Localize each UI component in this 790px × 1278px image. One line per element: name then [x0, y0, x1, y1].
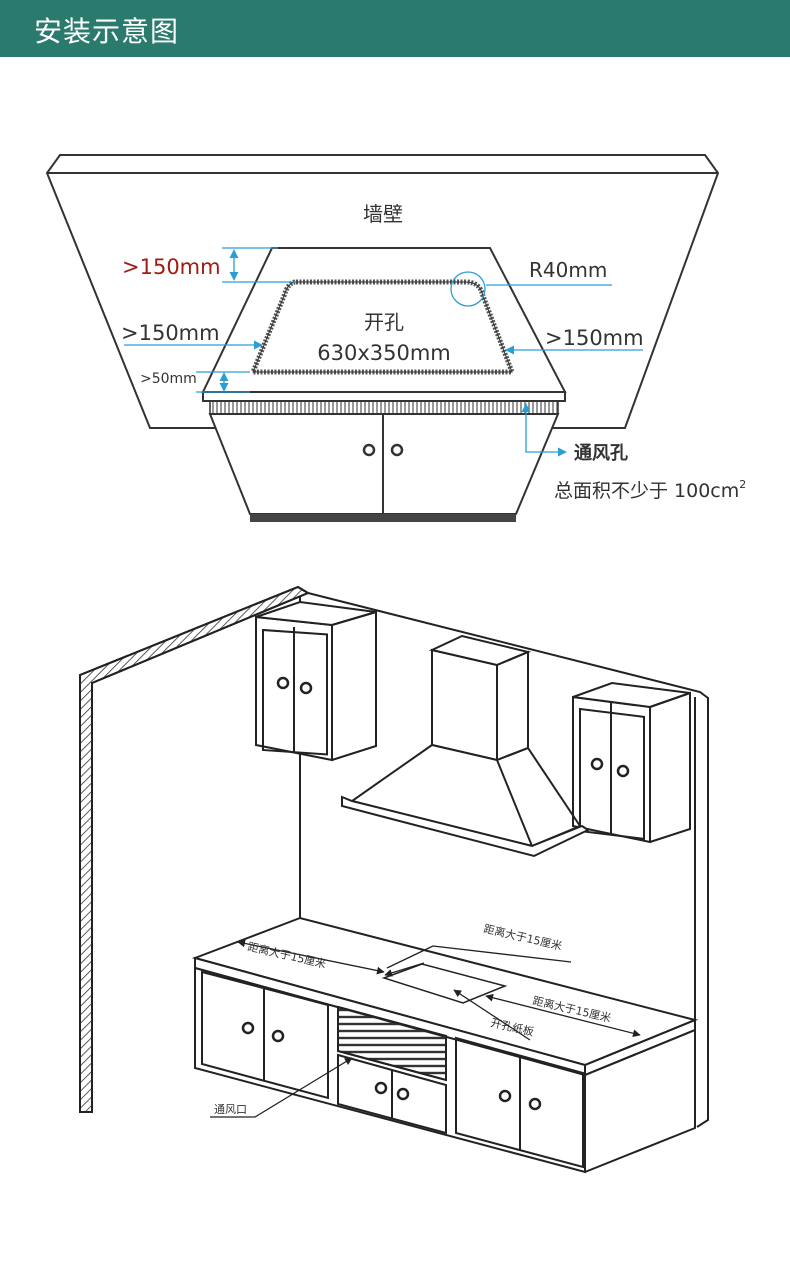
radius-label: R40mm — [529, 258, 607, 282]
base-right-knob-2 — [528, 1097, 542, 1111]
cutout-template — [381, 963, 508, 1004]
dimension-lines — [124, 247, 643, 457]
cabinet-base — [250, 514, 516, 522]
upper-right-knob-1 — [590, 757, 604, 771]
upper-right-knob-2 — [616, 764, 630, 778]
right-clearance-label: >150mm — [545, 326, 644, 350]
cabinet-knob-left — [362, 443, 376, 457]
base-left-knob-1 — [241, 1021, 255, 1035]
upper-left-knob-1 — [276, 676, 290, 690]
vent-strip — [209, 400, 559, 415]
countertop-diagram: 墙壁 >150mm R40mm >150mm >150mm >50mm 开孔 6… — [45, 154, 746, 522]
countertop-edge — [202, 391, 566, 402]
wall-label: 墙壁 — [363, 202, 403, 226]
vent-area-superscript: 2 — [739, 478, 746, 491]
cutout-size-label: 630x350mm — [317, 341, 451, 365]
vent-hole-label: 通风孔 — [574, 443, 628, 464]
base-mid-knob-1 — [374, 1081, 388, 1095]
cutout-label: 开孔 — [364, 310, 404, 334]
vent-opening-label: 通风口 — [214, 1103, 247, 1116]
upper-left-knob-2 — [299, 681, 313, 695]
cabinet-knob-right — [390, 443, 404, 457]
radius-highlight — [450, 271, 486, 307]
front-clearance-label: >50mm — [140, 371, 197, 387]
kitchen-diagram — [79, 585, 709, 1174]
hood-chimney-front — [431, 648, 498, 762]
vent-area-label: 总面积不少于 100cm2 — [554, 478, 746, 502]
base-left-knob-2 — [271, 1029, 285, 1043]
hood-rim — [341, 795, 591, 858]
dist-back-label: 距离大于15厘米 — [482, 921, 563, 953]
back-wall — [307, 592, 709, 1128]
section-title: 安装示意图 — [34, 15, 180, 48]
vent-area-text: 总面积不少于 100cm — [554, 480, 739, 502]
left-clearance-label: >150mm — [121, 321, 220, 345]
base-right-knob-1 — [498, 1089, 512, 1103]
top-clearance-label: >150mm — [122, 255, 221, 279]
section-header: 安装示意图 — [0, 0, 790, 57]
base-mid-knob-2 — [396, 1087, 410, 1101]
